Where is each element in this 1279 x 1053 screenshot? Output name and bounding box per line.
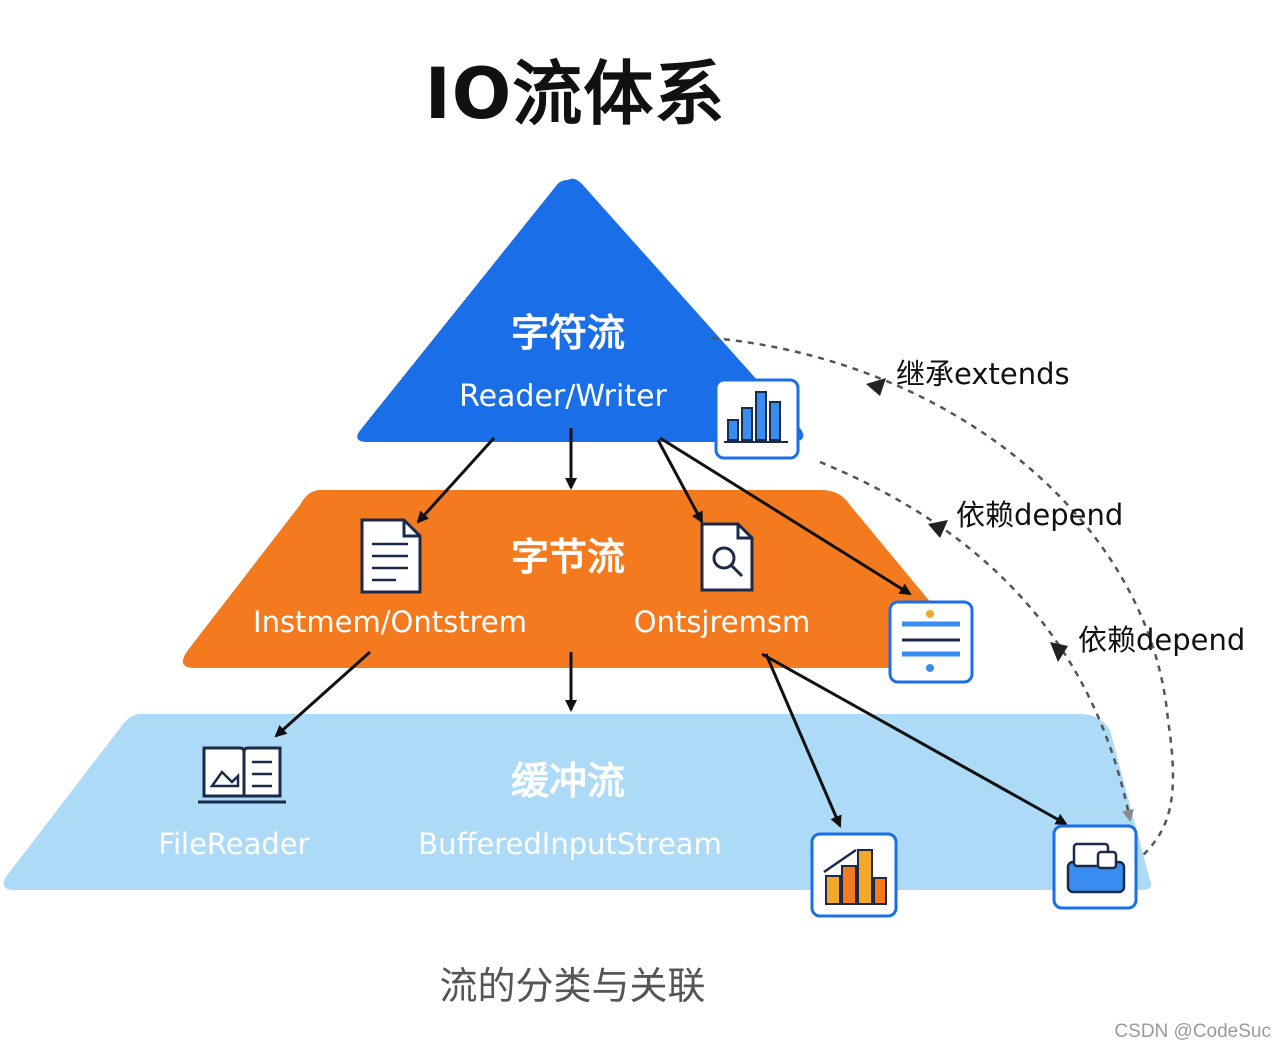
- bar-chart-icon: [714, 378, 800, 460]
- byte-stream-layer: [182, 490, 974, 668]
- char-stream-label: 字符流: [511, 311, 625, 355]
- diagram-caption: 流的分类与关联: [439, 964, 706, 1008]
- extends-arrowhead: [866, 378, 886, 396]
- watermark: CSDN @CodeSuc: [1114, 1021, 1271, 1042]
- arrow-top-to-sliders: [659, 436, 912, 596]
- depend-dashed-curve-1: [819, 460, 1134, 822]
- document-icon: [360, 518, 422, 594]
- char-stream-classes: Reader/Writer: [459, 379, 667, 414]
- byte-stream-label: 字节流: [511, 535, 625, 579]
- arrow-middle-to-book: [274, 650, 371, 738]
- depend-label-2: 依赖depend: [1078, 623, 1245, 657]
- buffer-stream-right-classes: BufferedInputStream: [418, 827, 722, 861]
- open-book-icon: [198, 746, 286, 804]
- buffer-stream-left-classes: FileReader: [158, 827, 309, 861]
- buffer-stream-label: 缓冲流: [511, 759, 625, 803]
- building-chart-icon: [810, 832, 898, 918]
- byte-stream-left-classes: Instmem/Ontstrem: [253, 605, 527, 639]
- file-search-icon: [700, 522, 754, 592]
- arrow-middle-to-box: [761, 652, 1068, 826]
- diagram-title: IO流体系: [424, 53, 726, 135]
- char-stream-layer: [357, 178, 804, 442]
- depend-label-1: 依赖depend: [956, 498, 1123, 532]
- depend-arrowhead-2: [1050, 642, 1068, 662]
- arrow-top-to-doc: [416, 436, 496, 524]
- arrow-top-to-search: [656, 439, 704, 524]
- arrow-middle-to-building: [764, 653, 842, 828]
- box-icon: [1052, 824, 1138, 910]
- extends-label: 继承extends: [896, 357, 1070, 391]
- extends-dashed-curve: [711, 336, 1175, 859]
- byte-stream-right-classes: Ontsjremsm: [634, 605, 810, 639]
- depend-arrowhead-1: [928, 520, 948, 538]
- sliders-icon: [888, 600, 974, 684]
